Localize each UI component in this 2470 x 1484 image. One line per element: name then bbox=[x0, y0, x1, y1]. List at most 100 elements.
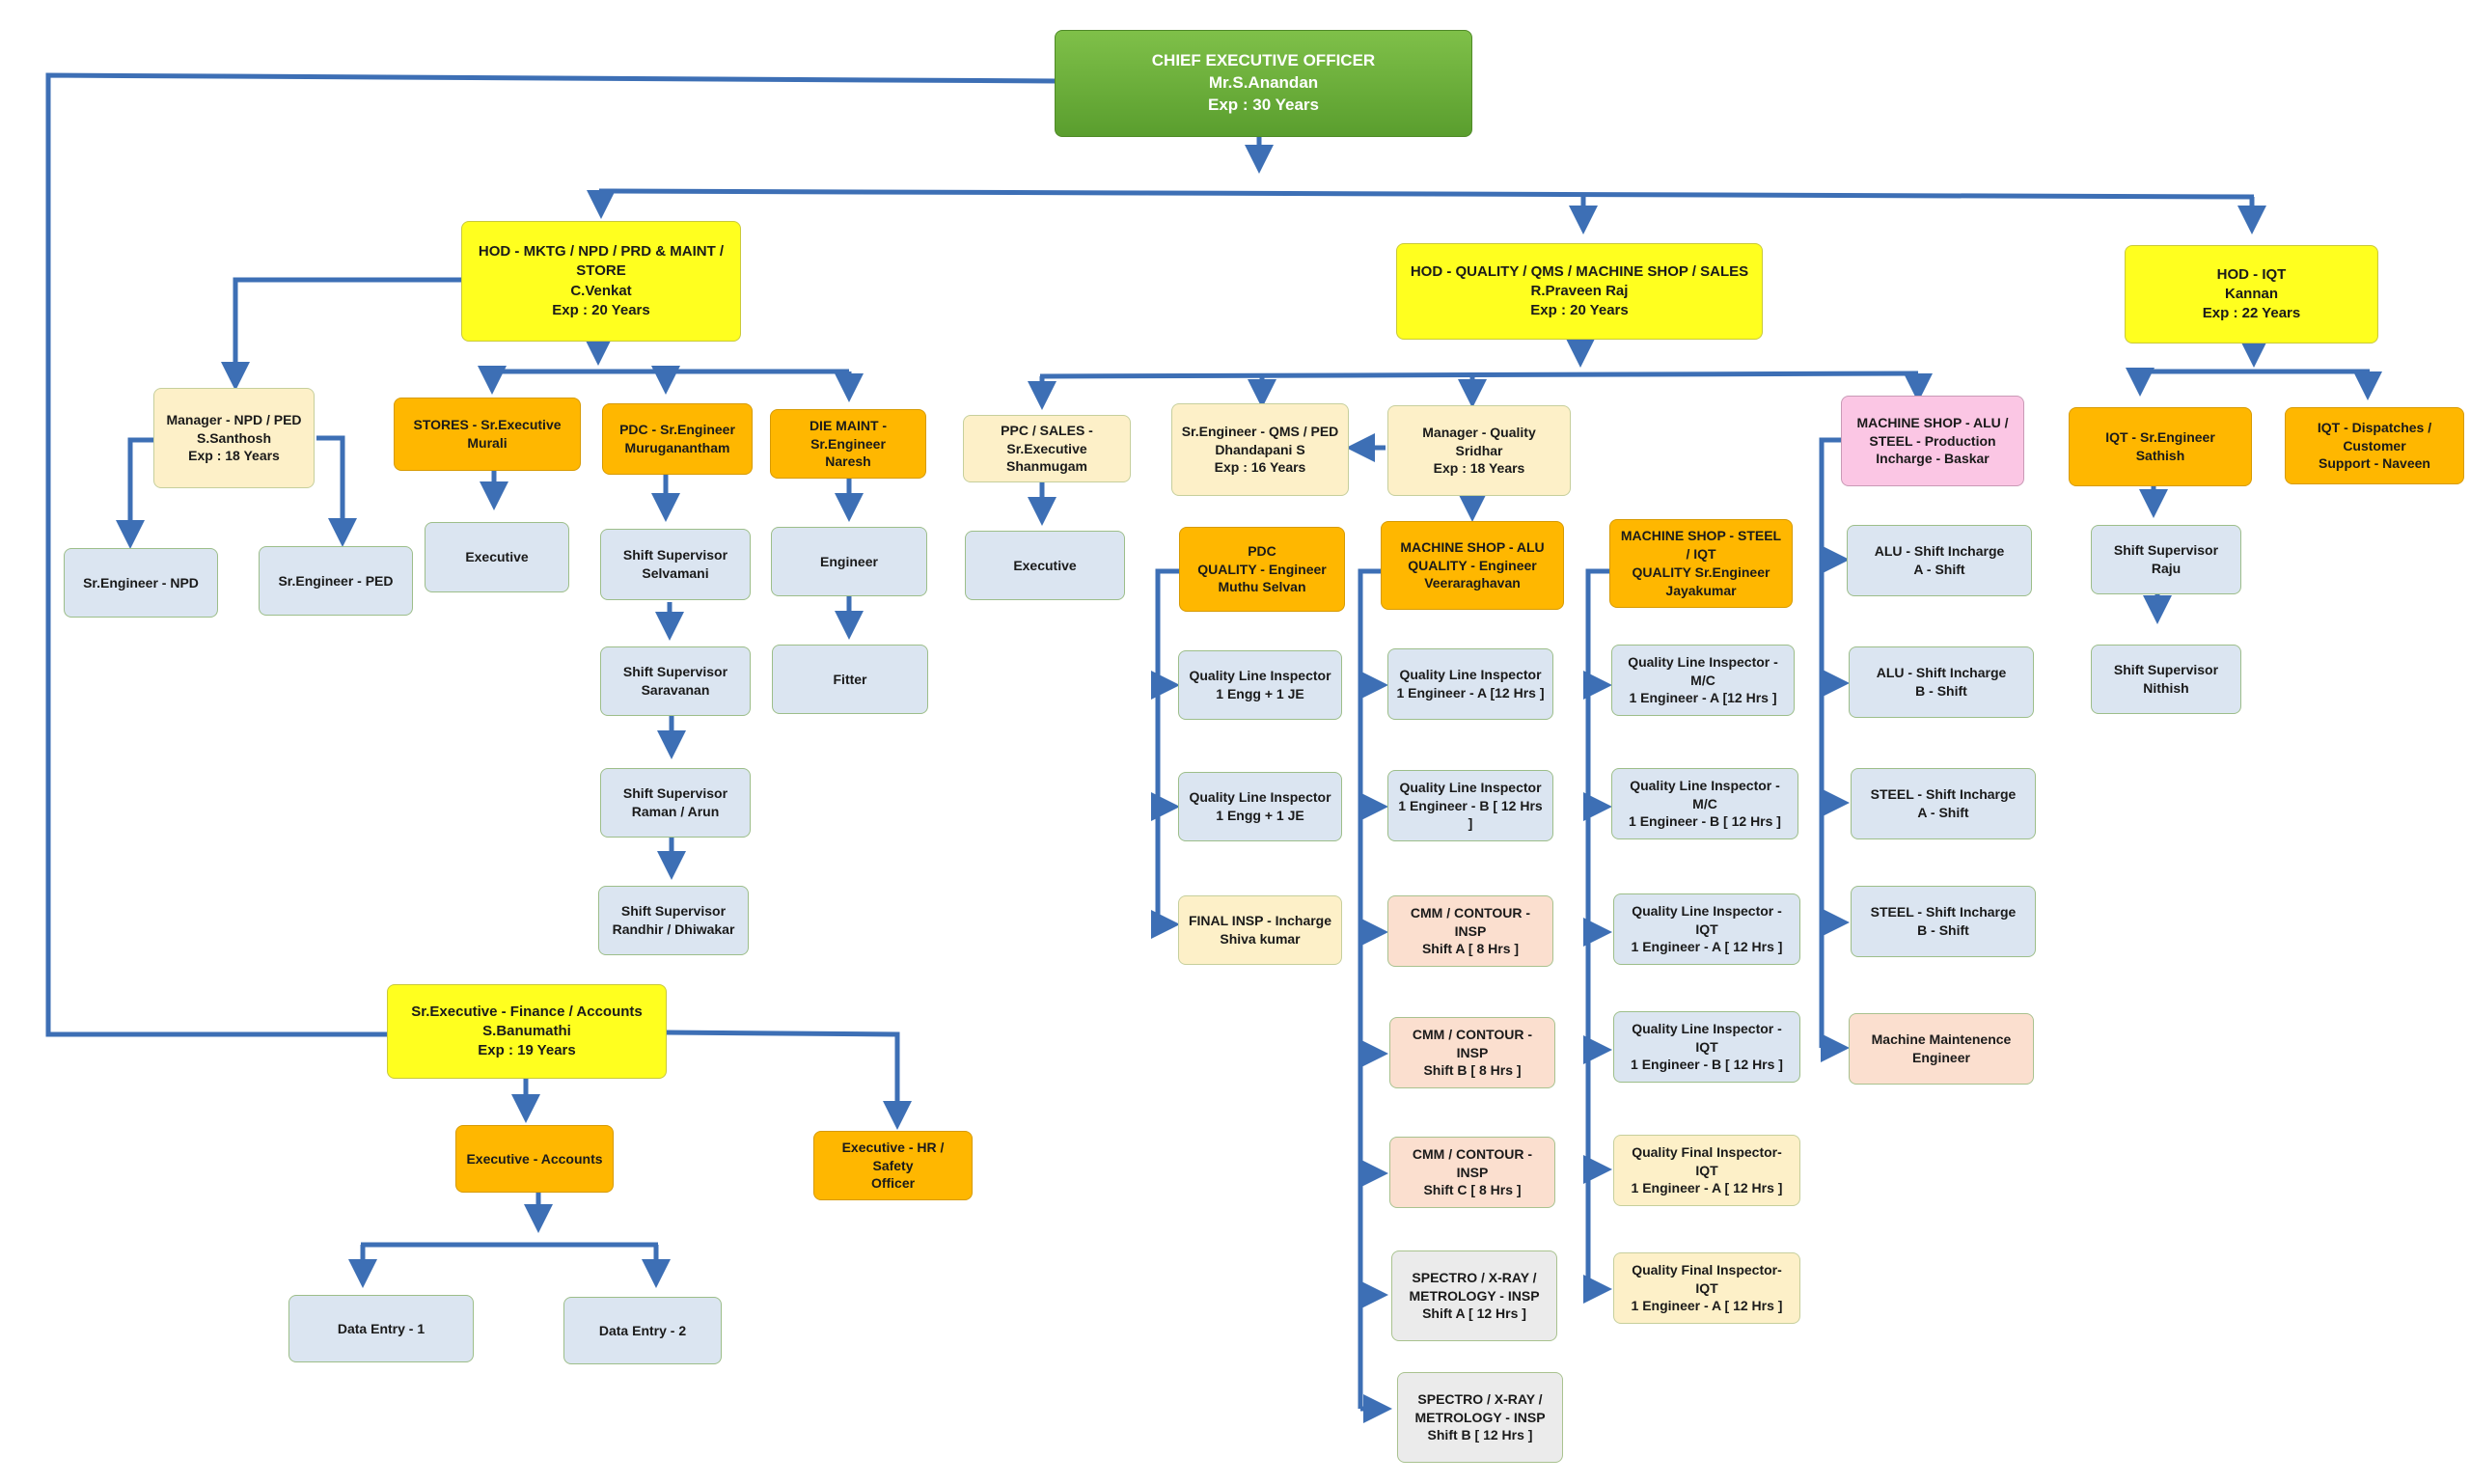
node-text-line: Exp : 22 Years bbox=[2202, 305, 2301, 322]
node-text-line: MACHINE SHOP - STEEL / IQT bbox=[1620, 528, 1782, 563]
node-text-line: Shift Supervisor bbox=[2113, 542, 2219, 559]
node-text-line: 1 Engg + 1 JE bbox=[1216, 808, 1304, 823]
node-text-line: Quality Line Inspector - M/C bbox=[1630, 777, 1780, 811]
node-text-line: Data Entry - 2 bbox=[598, 1322, 687, 1338]
node-text-line: Raju bbox=[2151, 561, 2182, 576]
org-node-data-entry-2: Data Entry - 2 bbox=[563, 1297, 722, 1364]
node-text-line: A - Shift bbox=[1913, 562, 1965, 577]
node-text-line: STEEL - Production bbox=[1869, 432, 1996, 449]
node-text-line: 1 Engineer - A [12 Hrs ] bbox=[1629, 690, 1777, 706]
node-text-line: Data Entry - 1 bbox=[337, 1320, 425, 1336]
node-text-line: Sr.Engineer - QMS / PED bbox=[1181, 423, 1339, 439]
connector bbox=[1155, 568, 1179, 924]
node-text-line: MACHINE SHOP - ALU / bbox=[1856, 414, 2009, 430]
org-node-die-fitter: Fitter bbox=[772, 645, 928, 714]
node-text-line: Sr.Engineer - NPD bbox=[83, 574, 199, 591]
node-text-line: Shift Supervisor bbox=[2113, 662, 2219, 678]
org-node-sr-engineer-npd: Sr.Engineer - NPD bbox=[64, 548, 218, 618]
node-text-line: STEEL - Shift Incharge bbox=[1870, 904, 2017, 921]
node-text-line: 1 Engineer - B [ 12 Hrs ] bbox=[1398, 797, 1543, 832]
node-text-line: Shanmugam bbox=[1005, 458, 1087, 475]
node-text-line: Exp : 19 Years bbox=[478, 1042, 576, 1059]
connector bbox=[45, 72, 1057, 1037]
node-text-line: Executive - HR / Safety bbox=[841, 1139, 945, 1173]
node-text-line: B - Shift bbox=[1915, 683, 1967, 699]
connector bbox=[665, 1030, 912, 1130]
node-text-line: Sr.Executive - Finance / Accounts bbox=[411, 1003, 643, 1020]
node-text-line: Exp : 18 Years bbox=[188, 448, 280, 464]
connector bbox=[1819, 437, 1841, 1048]
node-text-line: METROLOGY - INSP bbox=[1409, 1287, 1540, 1304]
node-text-line: QUALITY Sr.Engineer bbox=[1632, 564, 1770, 580]
connector bbox=[1358, 568, 1382, 1409]
node-text-line: Exp : 18 Years bbox=[1433, 460, 1525, 477]
node-text-line: Raman / Arun bbox=[631, 804, 720, 819]
node-text-line: Exp : 16 Years bbox=[1214, 459, 1306, 476]
node-text-line: 1 Engineer - B [ 12 Hrs ] bbox=[1629, 813, 1781, 830]
node-text-line: Shift Supervisor bbox=[622, 664, 728, 680]
node-text-line: Engineer bbox=[1912, 1050, 1970, 1065]
node-text-line: STORE bbox=[576, 262, 626, 280]
node-text-line: Quality Line Inspector - M/C bbox=[1628, 653, 1778, 688]
connector bbox=[316, 435, 357, 547]
org-node-ppc-executive: Executive bbox=[965, 531, 1125, 600]
node-text-line: STEEL - Shift Incharge bbox=[1870, 786, 2017, 803]
node-text-line: Executive bbox=[1013, 557, 1077, 573]
node-text-line: Officer bbox=[870, 1175, 916, 1192]
org-node-hod-quality: HOD - QUALITY / QMS / MACHINE SHOP / SAL… bbox=[1396, 243, 1763, 340]
node-text-line: Executive bbox=[465, 549, 529, 565]
node-text-line: DIE MAINT - Sr.Engineer bbox=[809, 417, 888, 452]
node-text-line: FINAL INSP - Incharge bbox=[1188, 913, 1332, 929]
org-node-data-entry-1: Data Entry - 1 bbox=[288, 1295, 474, 1362]
node-text-line: Incharge - Baskar bbox=[1876, 451, 1990, 467]
node-text-line: Quality Line Inspector - IQT bbox=[1632, 1020, 1782, 1055]
node-text-line: Murali bbox=[467, 435, 508, 451]
node-text-line: 1 Engineer - A [ 12 Hrs ] bbox=[1631, 1298, 1783, 1314]
connector bbox=[116, 437, 154, 549]
node-text-line: Sr.Engineer - PED bbox=[278, 572, 394, 589]
node-text-line: 1 Engineer - A [ 12 Hrs ] bbox=[1631, 939, 1783, 955]
org-node-die-engineer: Engineer bbox=[771, 527, 927, 596]
node-text-line: C.Venkat bbox=[570, 282, 632, 299]
node-text-line: R.Praveen Raj bbox=[1530, 282, 1629, 299]
node-text-line: Shift A [ 8 Hrs ] bbox=[1421, 941, 1520, 957]
node-text-line: PDC - Sr.Engineer bbox=[619, 422, 735, 438]
node-text-line: PDC bbox=[1248, 542, 1276, 559]
connector bbox=[598, 188, 2255, 200]
node-text-line: Sathish bbox=[2135, 448, 2185, 463]
node-text-line: Shift C [ 8 Hrs ] bbox=[1423, 1182, 1522, 1198]
node-text-line: Muruganantham bbox=[624, 440, 730, 455]
node-text-line: Selvamani bbox=[642, 565, 709, 581]
node-text-line: S.Banumathi bbox=[482, 1022, 571, 1039]
node-text-line: Jayakumar bbox=[1665, 582, 1737, 598]
